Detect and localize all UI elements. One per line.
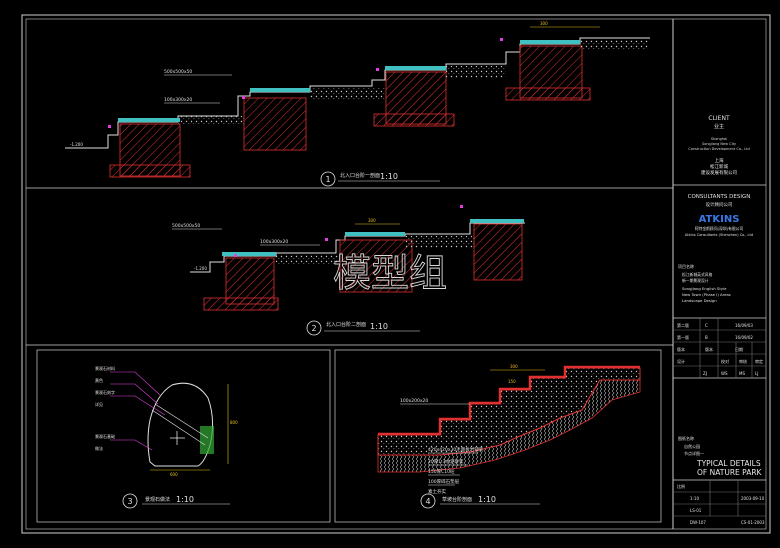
project-en-2: New Town (Phase I) Areas (682, 292, 731, 297)
section-4-dim-1: 300 (510, 364, 518, 369)
svg-text:C: C (705, 323, 708, 328)
section-3-landscape-stone: 600 800 景观石材料 黄色 景观石刻字 详见 景观石基础 做法 3 景观石… (95, 365, 238, 509)
svg-text:16/09/03: 16/09/03 (735, 323, 753, 328)
section-3-note-2: 黄色 (95, 377, 103, 383)
svg-text:第二版: 第二版 (677, 322, 689, 328)
section-1-elev: -1.200 (70, 142, 83, 147)
svg-text:ZJ: ZJ (703, 371, 707, 376)
sheet-border (21, 14, 771, 534)
drawing-cn-2: 节点详图一 (684, 450, 704, 456)
section-1-dim: 300 (540, 21, 548, 26)
svg-text:WS: WS (721, 371, 728, 376)
section-3-dim-height: 800 (230, 420, 238, 425)
svg-text:日期: 日期 (735, 346, 743, 352)
revision-table: 第二版 C 16/09/03 第一版 B 16/09/02 版本 版本 日期 设… (677, 322, 763, 376)
section-3-note-1: 景观石材料 (95, 365, 115, 371)
sheet-number: DW-107 (690, 520, 706, 525)
atkins-en: Atkins Consultants (Shenzhen) Co., Ltd (685, 233, 753, 237)
client-cn-4: 建设发展有限公司 (701, 169, 737, 176)
section-2-dim: 300 (368, 218, 376, 223)
section-3-note-4: 详见 (95, 401, 103, 407)
section-2-label-a: 500x500x50 (172, 223, 200, 229)
client-cn-2: 上海 (715, 157, 724, 164)
svg-text:设计: 设计 (677, 358, 685, 364)
section-4-note-2: 20厚1:3水泥砂浆 (428, 458, 464, 465)
section-2-elev: -1.200 (194, 266, 207, 271)
svg-text:版本: 版本 (677, 346, 685, 352)
atkins-logo: ATKINS (699, 214, 740, 225)
section-3-dim-width: 600 (170, 472, 178, 477)
client-en-2: Songjiang New City (702, 142, 736, 146)
section-4-number: 4 (425, 497, 430, 506)
svg-text:校对: 校对 (721, 358, 729, 364)
svg-text:审核: 审核 (739, 358, 747, 364)
title-block: CLIENT 业主 Shanghai Songjiang New City Co… (672, 19, 766, 529)
section-4-note-3: 150厚C10砼 (428, 468, 455, 475)
section-1-title: 北入口台阶一剖面 (340, 172, 380, 179)
svg-text:16/09/02: 16/09/02 (735, 335, 753, 340)
drawing-cn: 自然公园 (684, 443, 700, 449)
project-en-1: Songjiang English Style (682, 286, 727, 291)
client-label: CLIENT (708, 115, 730, 122)
svg-text:LJ: LJ (755, 371, 758, 376)
section-1-label-b: 100x300x20 (164, 97, 192, 103)
date-value: 2003-09-10 (741, 496, 765, 501)
section-1-scale: 1:10 (380, 172, 398, 181)
drawing-title-en-2: OF NATURE PARK (697, 468, 763, 477)
sheet-id: LS-01 (690, 508, 702, 513)
section-4-note-4: 100厚碎石垫层 (428, 478, 460, 485)
section-2-scale: 1:10 (370, 322, 388, 331)
section-4-label-block: 100x200x20 (400, 398, 428, 404)
section-2-stair-profile: 300 500x500x50 100x300x20 -1.200 2 北入口台阶… (172, 205, 525, 336)
watermark: 模型组 (333, 251, 447, 295)
section-1-stair-profile: 300 500x500x50 100x300x20 -1.200 1 北入口台阶… (65, 21, 650, 187)
svg-text:MS: MS (739, 371, 745, 376)
atkins-cn: 阿特金斯顾问(深圳)有限公司 (695, 226, 744, 231)
section-2-title: 北入口台阶二剖面 (326, 321, 366, 328)
section-2-label-b: 100x300x20 (260, 239, 288, 245)
drawing-label: 图纸名称 (678, 435, 694, 441)
section-2-number: 2 (311, 324, 316, 333)
client-en-1: Shanghai (711, 137, 727, 141)
svg-text:第一版: 第一版 (677, 334, 689, 340)
client-cn: 业主 (714, 123, 724, 130)
section-4-grass-slope-steps: 300 150 100x200x20 420x420x30毛面板岩铺装 20厚1… (377, 364, 641, 509)
project-label: 项目名称 (678, 263, 694, 269)
section-3-scale: 1:10 (176, 495, 194, 504)
section-4-dim-2: 150 (508, 379, 516, 384)
svg-text:审定: 审定 (755, 358, 763, 364)
client-cn-3: 松江新城 (710, 163, 728, 170)
section-1-number: 1 (325, 175, 330, 184)
section-3-note-6: 做法 (95, 445, 103, 451)
client-en-3: Construction Development Co., Ltd (688, 147, 749, 151)
section-3-note-5: 景观石基础 (95, 433, 115, 439)
section-4-note-5: 素土夯实 (428, 488, 446, 495)
svg-text:B: B (705, 335, 708, 340)
consultants-label: CONSULTANTS DESIGN (688, 194, 751, 200)
section-4-scale: 1:10 (478, 495, 496, 504)
section-1-label-a: 500x500x50 (164, 69, 192, 75)
scale-label: 比例 (677, 483, 685, 489)
section-3-number: 3 (127, 497, 132, 506)
section-4-note-1: 420x420x30毛面板岩铺装 (428, 446, 484, 453)
section-3-title: 景观石做法 (145, 496, 170, 503)
svg-text:版本: 版本 (705, 346, 713, 352)
project-cn-1: 松江新城英式风格 (682, 272, 713, 277)
project-cn-2: 新一期景观设计 (682, 278, 709, 283)
project-en-3: Landscape Design (682, 298, 717, 303)
consultants-cn: 设计顾问公司 (706, 201, 733, 208)
scale-value: 1:10 (690, 496, 699, 501)
drawing-title-en-1: TYPICAL DETAILS (696, 459, 761, 468)
section-3-note-3: 景观石刻字 (95, 389, 115, 395)
file-number: CS-01-2003 (741, 520, 765, 525)
section-4-title: 草坡台阶剖面 (442, 496, 472, 503)
